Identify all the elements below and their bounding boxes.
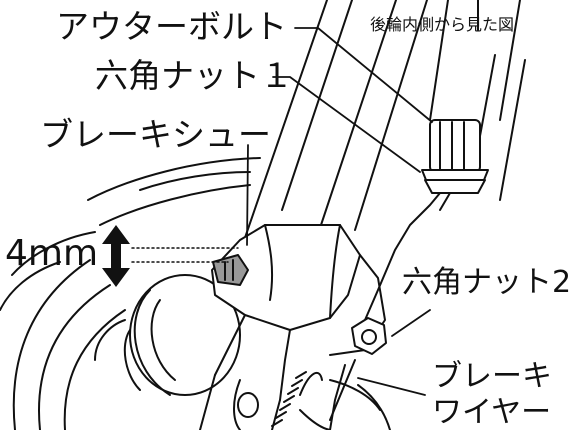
dimension-value: 4mm (5, 233, 99, 274)
label-outer-bolt: アウターボルト (56, 7, 287, 46)
dimension-arrow-icon (102, 225, 130, 287)
wheel-rim-lines (0, 157, 261, 430)
leader-lines (246, 27, 433, 396)
view-caption: 後輪内側から見た図 (370, 15, 515, 34)
brake-caliper (199, 224, 386, 430)
outer-bolt (364, 119, 489, 321)
brake-wire-spring (271, 359, 356, 430)
frame-tube (237, 0, 428, 259)
hex-nut-2-shape (351, 317, 387, 355)
label-brake-wire-line1: ブレーキ (432, 359, 552, 394)
dimension-guides (131, 247, 239, 263)
label-brake-shoe: ブレーキシュー (40, 115, 271, 154)
label-brake-wire-line2: ワイヤー (432, 395, 552, 430)
label-hex-nut-1: 六角ナット１ (95, 56, 293, 95)
wheel-hub (123, 274, 391, 430)
label-hex-nut-2: 六角ナット2 (402, 265, 572, 300)
